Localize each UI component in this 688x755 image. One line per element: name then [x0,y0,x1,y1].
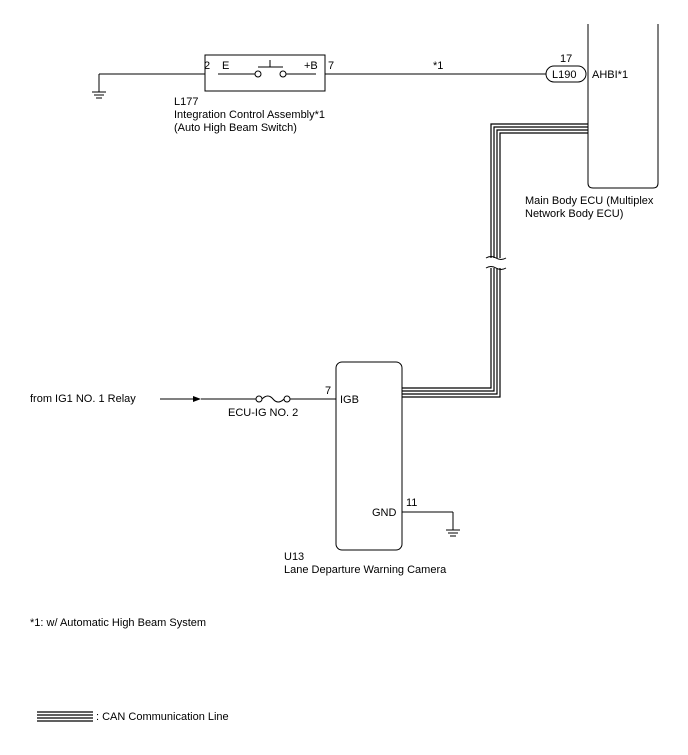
switch-contact-symbol [218,60,316,78]
camera-box [335,361,403,551]
can-bus-break-mark [485,256,507,270]
camera-code: U13 [284,551,304,563]
body-ecu-pin-number: 17 [560,53,572,65]
body-ecu-name-line1: Main Body ECU (Multiplex [525,195,654,207]
switch-pin-b-label: +B [304,60,318,72]
camera-gnd-pin: 11 [406,497,417,509]
body-ecu-terminal-label: AHBI*1 [592,69,628,81]
body-ecu-connector [545,65,587,83]
fuse-symbol [255,395,291,403]
body-ecu-box [587,24,659,189]
switch-pin-e-label: E [222,60,229,72]
switch-assembly-name: Integration Control Assembly*1 [174,109,325,121]
ahbi-wire-note: *1 [433,60,443,72]
camera-gnd-label: GND [372,507,397,519]
switch-pin-b-number: 7 [328,60,334,72]
body-ecu-connector-label: L190 [552,69,576,81]
ground-symbol-camera [446,512,460,537]
power-source-label: from IG1 NO. 1 Relay [30,393,136,405]
legend-can-line-icon [37,711,93,722]
legend-label: : CAN Communication Line [96,711,229,723]
switch-pin-e-number: 2 [204,60,210,72]
footnote: *1: w/ Automatic High Beam System [30,617,206,629]
power-arrow-icon [193,396,201,402]
camera-igb-pin: 7 [325,385,331,397]
switch-assembly-box [204,54,326,92]
body-ecu-name-line2: Network Body ECU) [525,208,623,220]
camera-name: Lane Departure Warning Camera [284,564,447,576]
fuse-label: ECU-IG NO. 2 [228,407,298,419]
switch-assembly-code: L177 [174,96,198,108]
camera-igb-label: IGB [340,394,359,406]
switch-assembly-subname: (Auto High Beam Switch) [174,122,297,134]
ground-symbol-switch [92,74,106,99]
